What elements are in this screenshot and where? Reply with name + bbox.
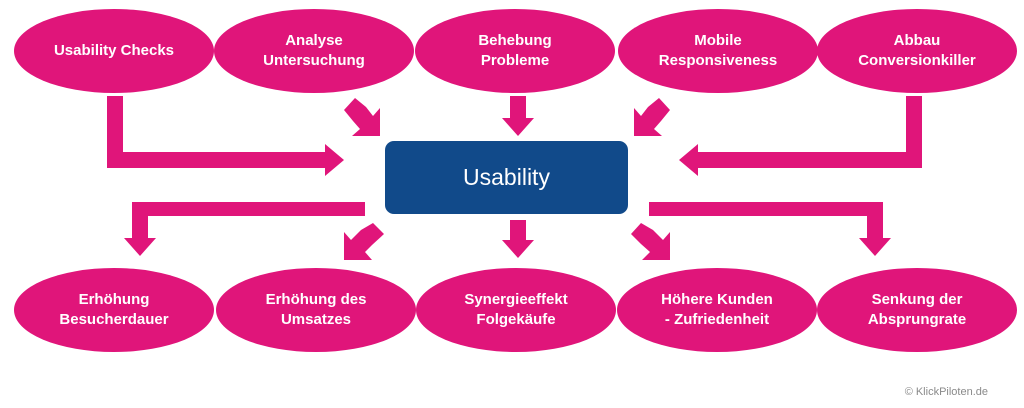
arrow-usability-checks-to-center xyxy=(107,96,344,176)
center-usability-box: Usability xyxy=(385,141,628,214)
node-synergieeffekt-folgekaeufe: Synergieeffekt Folgekäufe xyxy=(416,268,616,352)
node-label: Höhere Kunden - Zufriedenheit xyxy=(661,291,773,328)
arrow-abbau-to-center xyxy=(679,96,922,176)
arrow-mobile-to-center xyxy=(634,98,670,136)
arrow-center-to-kunden xyxy=(631,223,670,260)
node-erhoehung-umsatzes: Erhöhung des Umsatzes xyxy=(216,268,416,352)
node-label: Analyse Untersuchung xyxy=(263,32,365,69)
node-mobile-responsiveness: Mobile Responsiveness xyxy=(618,9,818,93)
node-senkung-absprungrate: Senkung der Absprungrate xyxy=(817,268,1017,352)
arrow-center-to-umsatzes xyxy=(344,223,384,260)
arrow-analyse-to-center xyxy=(344,98,380,136)
node-erhoehung-besucherdauer: Erhöhung Besucherdauer xyxy=(14,268,214,352)
arrow-center-to-absprungrate xyxy=(649,202,891,256)
node-label: Senkung der Absprungrate xyxy=(867,291,967,328)
node-label: Behebung Probleme xyxy=(478,32,552,69)
node-behebung-probleme: Behebung Probleme xyxy=(415,9,615,93)
node-hoehere-kunden-zufriedenheit: Höhere Kunden - Zufriedenheit xyxy=(617,268,817,352)
node-label: Mobile Responsiveness xyxy=(658,32,778,69)
node-label: Erhöhung des Umsatzes xyxy=(265,291,367,328)
node-label: Usability Checks xyxy=(53,42,175,59)
arrow-behebung-to-center xyxy=(502,96,534,136)
node-usability-checks: Usability Checks xyxy=(14,9,214,93)
arrow-center-to-synergieeffekt xyxy=(502,220,534,258)
node-analyse-untersuchung: Analyse Untersuchung xyxy=(214,9,414,93)
node-label: Synergieeffekt Folgekäufe xyxy=(464,291,568,328)
node-label: Erhöhung Besucherdauer xyxy=(59,291,169,328)
node-abbau-conversionkiller: Abbau Conversionkiller xyxy=(817,9,1017,93)
copyright-notice: © KlickPiloten.de xyxy=(904,386,988,398)
node-label: Abbau Conversionkiller xyxy=(858,32,976,69)
center-label: Usability xyxy=(463,164,550,190)
arrow-center-to-besucherdauer xyxy=(124,202,365,256)
